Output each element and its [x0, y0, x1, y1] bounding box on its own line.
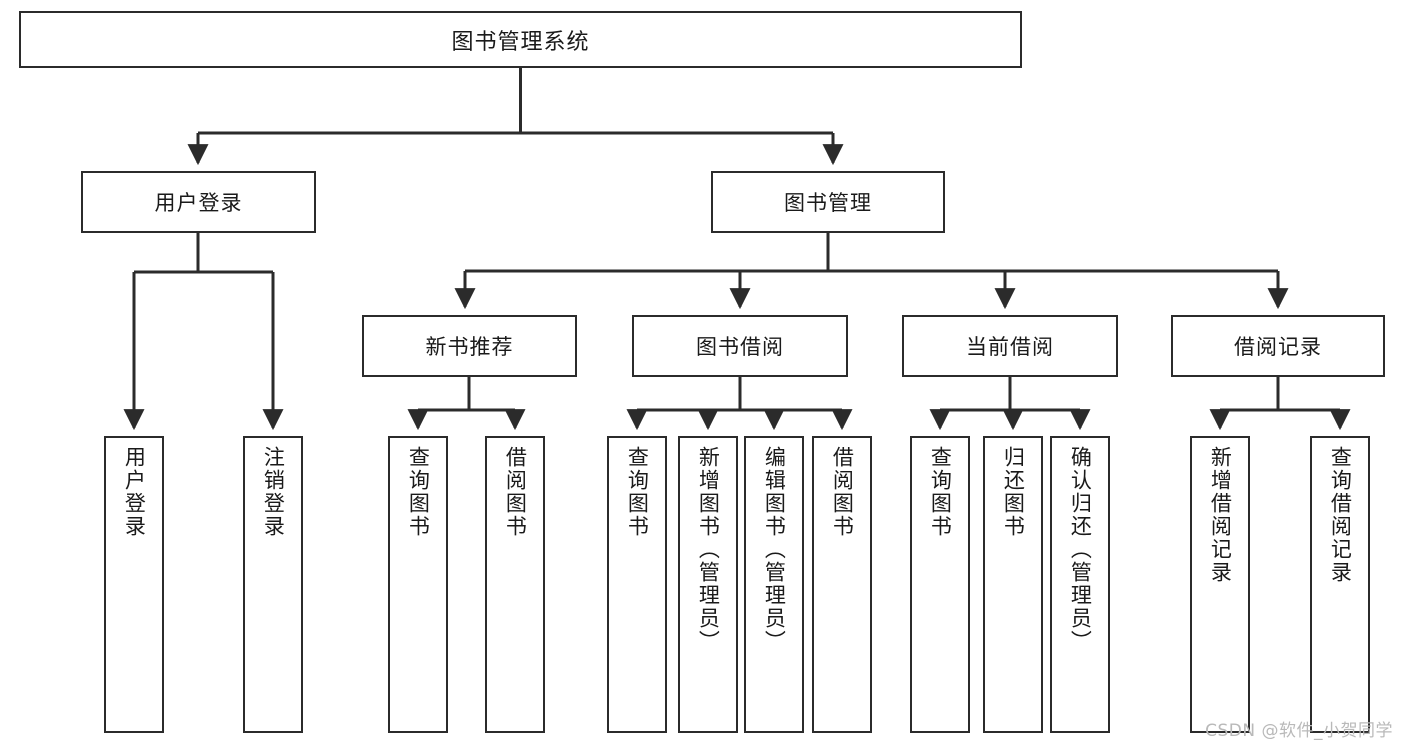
- leaf-borrow-book[interactable]: 借阅图书: [812, 436, 872, 733]
- node-label: 新书推荐: [425, 335, 514, 359]
- leaf-query-book-borrow[interactable]: 查询图书: [607, 436, 667, 733]
- leaf-add-borrow-record[interactable]: 新增借阅记录: [1190, 436, 1250, 733]
- leaf-add-book-admin[interactable]: 新增图书（管理员）: [678, 436, 738, 733]
- node-current-borrow[interactable]: 当前借阅: [902, 315, 1118, 377]
- node-label: 新增借阅记录: [1208, 446, 1233, 584]
- node-label: 借阅图书: [830, 446, 855, 538]
- node-label: 借阅记录: [1234, 335, 1322, 359]
- node-label: 编辑图书（管理员）: [762, 446, 787, 653]
- node-label: 新增图书（管理员）: [696, 446, 721, 653]
- node-label: 查询图书: [406, 446, 431, 538]
- node-new-book-recommend[interactable]: 新书推荐: [362, 315, 577, 377]
- node-root-system[interactable]: 图书管理系统: [19, 11, 1022, 68]
- node-label: 确认归还（管理员）: [1068, 446, 1093, 653]
- node-label: 用户登录: [154, 191, 243, 215]
- leaf-query-book-current[interactable]: 查询图书: [910, 436, 970, 733]
- node-label: 注销登录: [261, 446, 286, 538]
- node-label: 图书管理: [784, 191, 872, 215]
- leaf-borrow-book-recommend[interactable]: 借阅图书: [485, 436, 545, 733]
- node-label: 图书借阅: [696, 335, 784, 359]
- node-borrow-records[interactable]: 借阅记录: [1171, 315, 1385, 377]
- node-label: 当前借阅: [966, 335, 1054, 359]
- leaf-confirm-return-admin[interactable]: 确认归还（管理员）: [1050, 436, 1110, 733]
- node-book-borrow[interactable]: 图书借阅: [632, 315, 848, 377]
- leaf-query-borrow-record[interactable]: 查询借阅记录: [1310, 436, 1370, 733]
- node-label: 查询图书: [928, 446, 953, 538]
- leaf-logout[interactable]: 注销登录: [243, 436, 303, 733]
- node-label: 图书管理系统: [451, 29, 590, 55]
- node-user-login[interactable]: 用户登录: [81, 171, 316, 233]
- leaf-return-book[interactable]: 归还图书: [983, 436, 1043, 733]
- node-label: 用户登录: [122, 446, 147, 538]
- watermark: CSDN @软件_小贺同学: [1205, 721, 1393, 741]
- node-book-management[interactable]: 图书管理: [711, 171, 945, 233]
- node-label: 查询图书: [625, 446, 650, 538]
- leaf-user-login[interactable]: 用户登录: [104, 436, 164, 733]
- leaf-query-book-recommend[interactable]: 查询图书: [388, 436, 448, 733]
- node-label: 归还图书: [1001, 446, 1026, 538]
- node-label: 借阅图书: [503, 446, 528, 538]
- leaf-edit-book-admin[interactable]: 编辑图书（管理员）: [744, 436, 804, 733]
- node-label: 查询借阅记录: [1328, 446, 1353, 584]
